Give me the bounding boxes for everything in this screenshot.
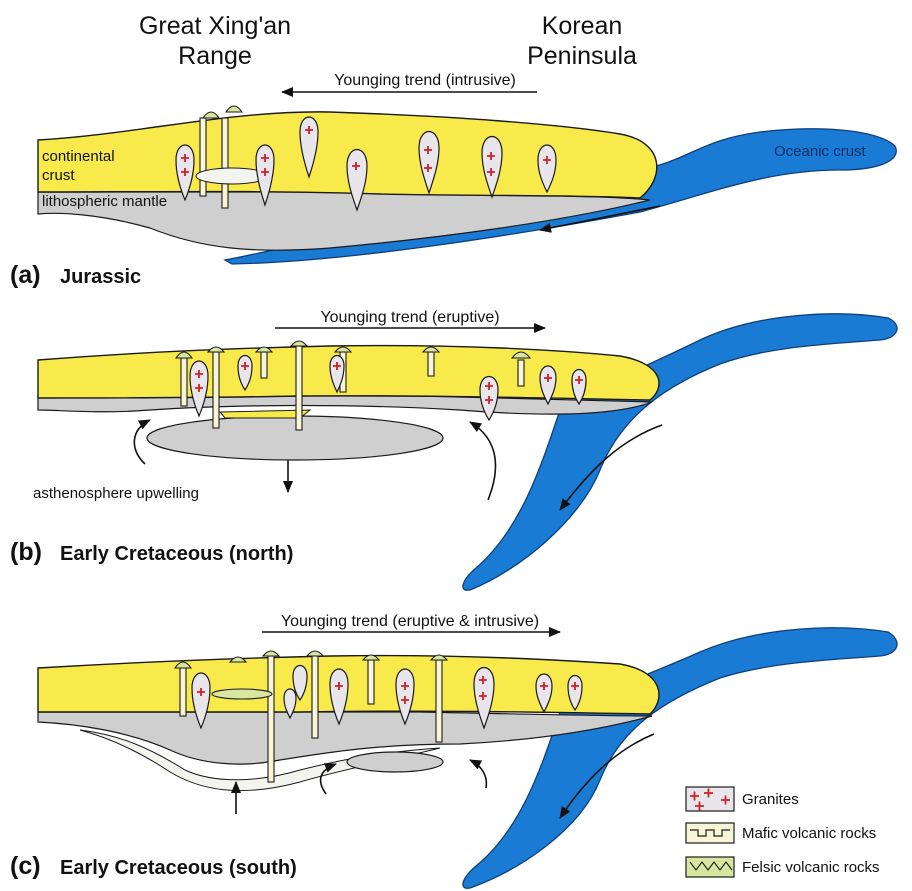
granite-swatch [686, 787, 734, 811]
panel-a-crust-label-1: continental [42, 148, 115, 165]
panel-b-trend-label: Younging trend (eruptive) [320, 309, 499, 326]
panel-c-felsic-sill [212, 689, 272, 699]
panel-a-title: Jurassic [60, 266, 141, 288]
panel-b-upwelling-arrow [470, 422, 495, 500]
panel-c-melt-pocket [347, 752, 443, 772]
panel-a-mantle-label: lithospheric mantle [42, 193, 167, 210]
panel-b-title: Early Cretaceous (north) [60, 543, 293, 565]
panel-a-felsic-dome [203, 112, 219, 118]
mafic-swatch [686, 823, 734, 843]
panel-c-mafic-dyke [368, 660, 374, 704]
legend-label: Felsic volcanic rocks [742, 859, 880, 876]
region-east-line2: Peninsula [527, 42, 637, 70]
panel-b-mafic-dyke [518, 360, 524, 386]
panel-c-letter: (c) [10, 852, 41, 880]
panel-c-title: Early Cretaceous (south) [60, 857, 297, 879]
panel-b-upwelling-arrow [134, 420, 150, 464]
panel-b-continental-crust [38, 346, 659, 400]
region-east-line1: Korean [542, 12, 623, 40]
legend-item-granites: Granites [686, 787, 799, 811]
panel-a-felsic-dome [226, 106, 242, 112]
panel-b-mafic-dyke [181, 358, 187, 406]
panel-a-continental-crust [38, 112, 657, 198]
panel-b-mafic-dyke [213, 352, 219, 428]
panel-b-letter: (b) [10, 538, 42, 566]
panel-c-mafic-dyke [180, 668, 186, 716]
legend-label: Granites [742, 791, 799, 808]
panel-b-mafic-dyke [296, 346, 302, 430]
panel-b-mafic-dyke [261, 352, 267, 378]
panel-a-ocean-label: Oceanic crust [774, 143, 867, 160]
panel-a-mafic-dyke [222, 118, 228, 208]
legend-label: Mafic volcanic rocks [742, 825, 876, 842]
legend-item-felsic: Felsic volcanic rocks [686, 857, 880, 877]
panel-b: Younging trend (eruptive) [10, 309, 897, 590]
panel-a-mafic-dyke [200, 118, 206, 196]
legend: Granites Mafic volcanic rocks Felsic vol… [686, 787, 880, 877]
panel-a-crust-label-2: crust [42, 167, 75, 184]
region-west-line2: Range [178, 42, 252, 70]
panel-c-mafic-dyke [312, 656, 318, 738]
panel-b-asthenosphere [147, 416, 443, 460]
panel-b-upwelling-label: asthenosphere upwelling [33, 485, 199, 502]
panel-c: Younging trend (eruptive & intrusive) [10, 613, 897, 888]
panel-c-upwelling-arrow [470, 760, 486, 788]
panel-a-trend-label: Younging trend (intrusive) [334, 72, 516, 89]
panel-a-letter: (a) [10, 261, 41, 289]
panel-c-trend-label: Younging trend (eruptive & intrusive) [281, 613, 539, 630]
panel-a: Younging trend (intrusive) continental c… [10, 72, 896, 289]
panel-c-mafic-dyke [268, 656, 274, 782]
panel-b-mafic-dyke [428, 352, 434, 376]
panel-c-mafic-dyke [436, 660, 442, 742]
legend-item-mafic: Mafic volcanic rocks [686, 823, 876, 843]
region-west-line1: Great Xing'an [139, 12, 291, 40]
